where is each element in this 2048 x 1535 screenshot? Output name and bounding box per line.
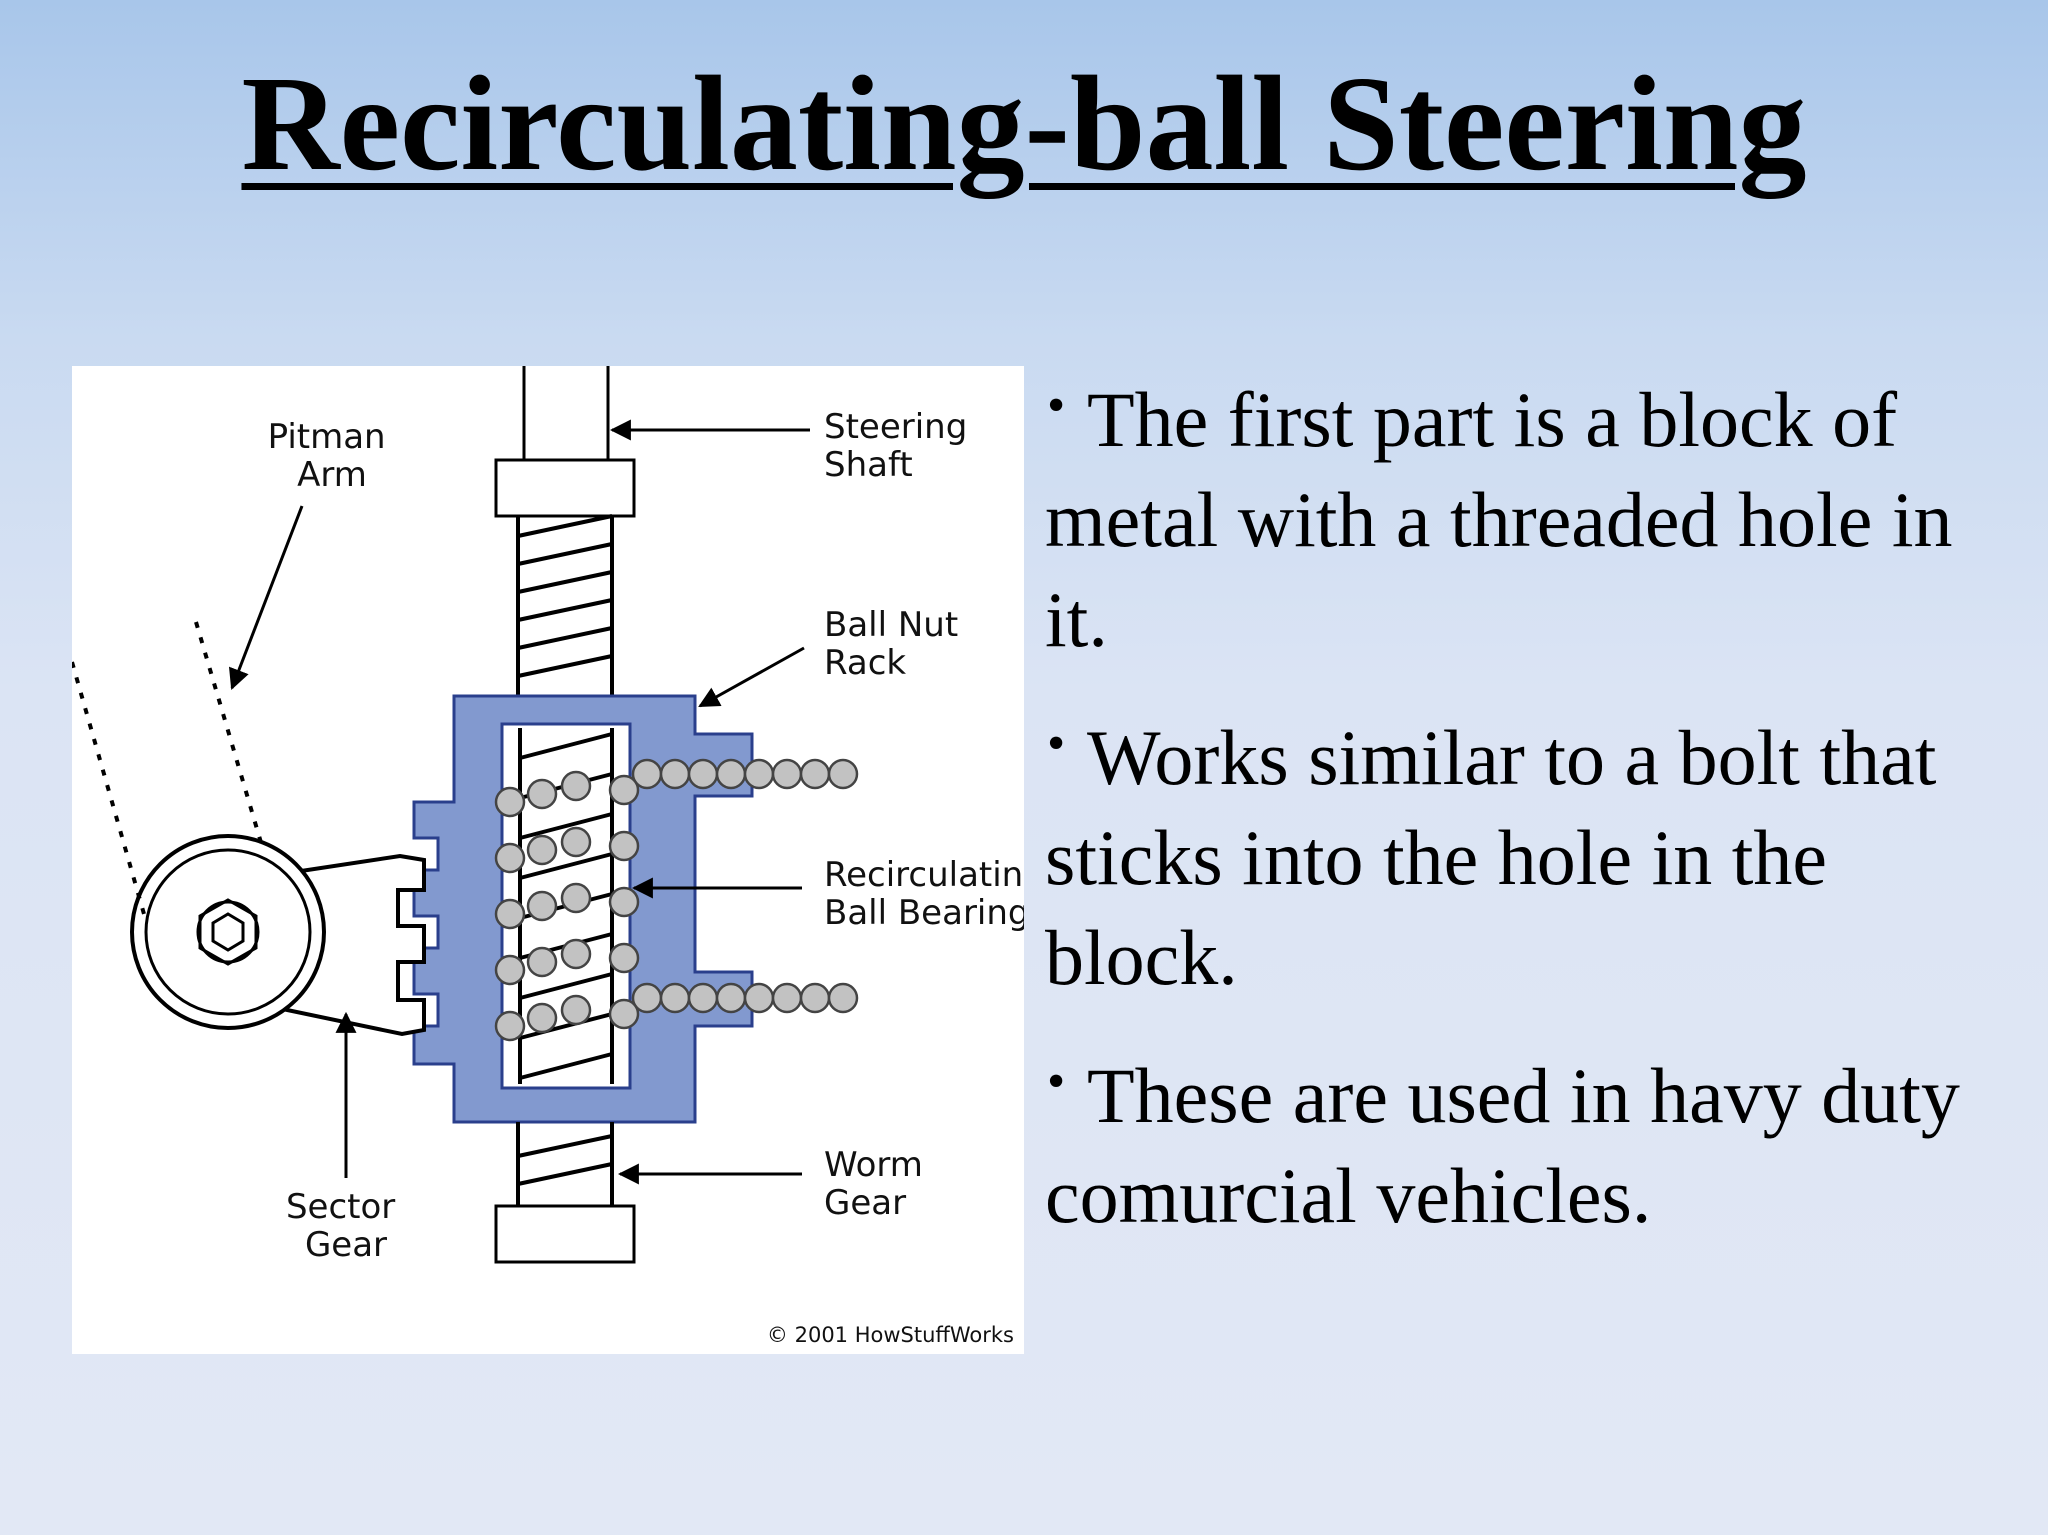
pitman-arm-motion xyxy=(72,621,264,915)
worm-thread-upper xyxy=(516,514,614,696)
steering-diagram-svg: Pitman Arm Steering Shaft Ball Nut Rack … xyxy=(72,366,1024,1347)
leader-arrows xyxy=(228,419,810,1185)
bullet-item: The first part is a block of metal with … xyxy=(1005,356,1995,670)
slide-title: Recirculating-ball Steering xyxy=(241,49,1807,199)
bullet-list: The first part is a block of metal with … xyxy=(1005,356,1995,1284)
copyright-notice: © 2001 HowStuffWorks xyxy=(767,1323,1014,1347)
label-worm-gear: Worm Gear xyxy=(824,1145,934,1223)
steering-shaft xyxy=(494,366,636,518)
label-steering-shaft: Steering Shaft xyxy=(824,407,978,485)
label-ball-bearings: Recirculating Ball Bearings xyxy=(824,855,1024,933)
worm-gear-base xyxy=(494,1204,636,1264)
bullet-item: Works similar to a bolt that sticks into… xyxy=(1005,694,1995,1008)
label-ball-nut-rack: Ball Nut Rack xyxy=(824,605,969,683)
steering-diagram: Pitman Arm Steering Shaft Ball Nut Rack … xyxy=(72,366,1024,1354)
ball-bearings xyxy=(494,758,859,1042)
bullet-item: These are used in havy duty comurcial ve… xyxy=(1005,1032,1995,1246)
label-sector-gear: Sector Gear xyxy=(286,1187,406,1265)
sector-gear xyxy=(130,834,426,1037)
worm-thread-lower xyxy=(516,1122,614,1206)
label-pitman-arm: Pitman Arm xyxy=(268,417,397,495)
